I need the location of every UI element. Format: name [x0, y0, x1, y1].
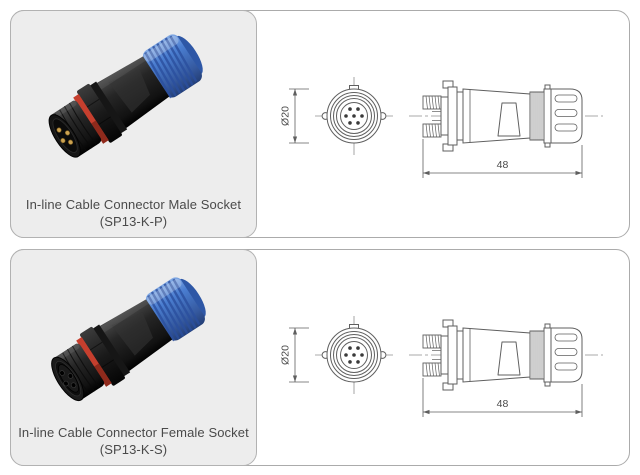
technical-drawing-female: Ø20 48: [280, 315, 604, 418]
product-photo-female: [11, 264, 257, 436]
product-model: (SP13-K-P): [99, 214, 168, 229]
product-card-female: In-line Cable Connector Female Socket (S…: [10, 249, 630, 466]
product-caption-male: In-line Cable Connector Male Socket (SP1…: [11, 196, 256, 230]
product-title: In-line Cable Connector Female Socket: [18, 425, 249, 440]
front-and-side-view-linework: [288, 76, 604, 179]
product-card-male: In-line Cable Connector Male Socket (SP1…: [10, 10, 630, 238]
product-photo-panel-male: In-line Cable Connector Male Socket (SP1…: [10, 10, 257, 238]
product-photo-panel-female: In-line Cable Connector Female Socket (S…: [10, 249, 257, 466]
diameter-dimension-label: Ø20: [280, 345, 292, 365]
product-title: In-line Cable Connector Male Socket: [25, 197, 242, 212]
front-and-side-view-linework: [288, 315, 604, 418]
diameter-dimension-label: Ø20: [280, 106, 292, 126]
product-model: (SP13-K-S): [99, 442, 168, 457]
product-caption-female: In-line Cable Connector Female Socket (S…: [11, 424, 256, 458]
length-dimension-label: 48: [497, 159, 509, 171]
technical-drawing-male: Ø20 48: [280, 76, 604, 179]
product-photo-male: [11, 25, 257, 197]
length-dimension-label: 48: [497, 398, 509, 410]
